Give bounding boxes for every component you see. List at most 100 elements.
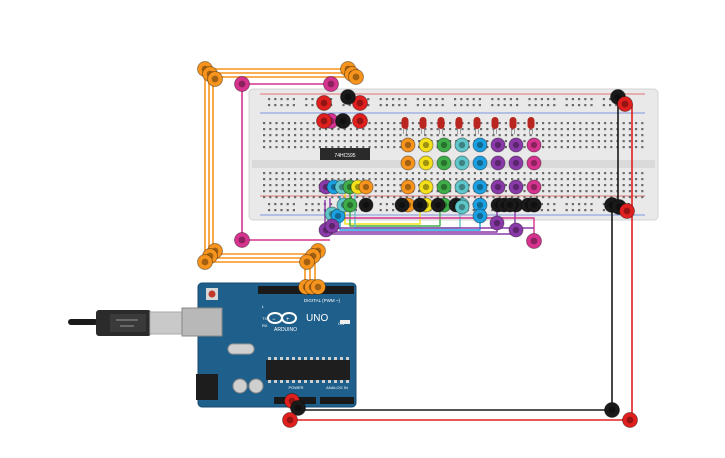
- wire-connector[interactable]: [508, 137, 524, 153]
- wire-connector[interactable]: [418, 137, 434, 153]
- breadboard-hole: [418, 122, 421, 125]
- wire-connector[interactable]: [526, 179, 542, 195]
- breadboard-hole: [387, 184, 390, 187]
- wire-connector[interactable]: [472, 137, 488, 153]
- wire-connector[interactable]: [619, 203, 635, 219]
- breadboard-hole: [571, 104, 574, 107]
- wire-connector[interactable]: [454, 137, 470, 153]
- wire-connector[interactable]: [340, 89, 356, 105]
- wire-connector[interactable]: [324, 218, 340, 234]
- breadboard-hole: [312, 146, 315, 149]
- wire-connector[interactable]: [454, 199, 470, 215]
- wire-connector[interactable]: [490, 137, 506, 153]
- wire-connector[interactable]: [299, 254, 315, 270]
- wire-connector[interactable]: [508, 179, 524, 195]
- breadboard-hole: [548, 122, 551, 125]
- wire-connector[interactable]: [418, 179, 434, 195]
- connector-ring: [400, 179, 416, 195]
- wire-connector[interactable]: [604, 402, 620, 418]
- wire-connector[interactable]: [454, 155, 470, 171]
- mcu-pin: [328, 357, 331, 360]
- wire-connector[interactable]: [342, 197, 358, 213]
- wire-connector[interactable]: [290, 400, 306, 416]
- wire-connector[interactable]: [316, 113, 332, 129]
- connector-hole: [458, 141, 466, 149]
- breadboard-hole: [305, 209, 308, 212]
- wire-connector[interactable]: [400, 179, 416, 195]
- wire-connector[interactable]: [508, 155, 524, 171]
- wire-connector[interactable]: [400, 155, 416, 171]
- breadboard-hole: [300, 190, 303, 193]
- connector-ring: [324, 218, 340, 234]
- wire-connector[interactable]: [430, 197, 446, 213]
- wire-connector[interactable]: [526, 233, 542, 249]
- wire-connector[interactable]: [335, 113, 351, 129]
- wire-connector[interactable]: [617, 96, 633, 112]
- breadboard-hole: [597, 134, 600, 137]
- breadboard-hole: [281, 146, 284, 149]
- shift-register-chip[interactable]: 74HC595: [320, 148, 370, 160]
- connector-ring: [622, 412, 638, 428]
- wire-connector[interactable]: [234, 76, 250, 92]
- breadboard-hole: [504, 146, 507, 149]
- wire-connector[interactable]: [526, 155, 542, 171]
- wire-connector[interactable]: [490, 179, 506, 195]
- wire-connectors[interactable]: [197, 61, 638, 428]
- breadboard-hole: [287, 172, 290, 175]
- wire-connector[interactable]: [352, 113, 368, 129]
- wire-connector[interactable]: [418, 155, 434, 171]
- breadboard-hole: [579, 122, 582, 125]
- wire-connector[interactable]: [197, 254, 213, 270]
- arduino-board[interactable]: DIGITAL (PWM ~) − + ARDUINO UNO L TX RX …: [68, 282, 357, 408]
- wire-connector[interactable]: [454, 179, 470, 195]
- breadboard-hole: [306, 190, 309, 193]
- breadboard-hole: [418, 196, 421, 199]
- breadboard-hole: [356, 134, 359, 137]
- wire-connector[interactable]: [207, 71, 223, 87]
- breadboard-hole: [486, 146, 489, 149]
- wire-connector[interactable]: [282, 412, 298, 428]
- connector-ring: [454, 137, 470, 153]
- wire-connector[interactable]: [526, 137, 542, 153]
- wire-connector[interactable]: [508, 222, 524, 238]
- breadboard-hole: [467, 146, 470, 149]
- breadboard-hole: [622, 122, 625, 125]
- wire-connector[interactable]: [358, 179, 374, 195]
- wire-connector[interactable]: [489, 215, 505, 231]
- breadboard-hole: [399, 134, 402, 137]
- breadboard-hole: [343, 128, 346, 131]
- breadboard-hole: [331, 178, 334, 181]
- breadboard-hole: [436, 128, 439, 131]
- wire-connector[interactable]: [436, 137, 452, 153]
- breadboard-hole: [466, 98, 469, 101]
- wire-connector[interactable]: [436, 155, 452, 171]
- wire-connector[interactable]: [352, 95, 368, 111]
- wire-connector[interactable]: [526, 197, 542, 213]
- breadboard-hole: [478, 98, 481, 101]
- wire-connector[interactable]: [400, 137, 416, 153]
- wire-connector[interactable]: [502, 197, 518, 213]
- wire-connector[interactable]: [310, 279, 326, 295]
- wire-connector[interactable]: [316, 95, 332, 111]
- wire-connector[interactable]: [490, 155, 506, 171]
- wire-connector[interactable]: [348, 69, 364, 85]
- breadboard-hole: [385, 203, 388, 206]
- wire-connector[interactable]: [472, 197, 488, 213]
- breadboard-hole: [286, 104, 289, 107]
- wire-connector[interactable]: [472, 155, 488, 171]
- wire-connector[interactable]: [622, 412, 638, 428]
- wire-connector[interactable]: [234, 232, 250, 248]
- breadboard-hole: [590, 98, 593, 101]
- breadboard-hole: [312, 122, 315, 125]
- wire-connector[interactable]: [412, 197, 428, 213]
- wire-connector[interactable]: [472, 208, 488, 224]
- wire-connector[interactable]: [358, 197, 374, 213]
- breadboard-hole: [597, 184, 600, 187]
- wire-connector[interactable]: [436, 179, 452, 195]
- wire-connector[interactable]: [472, 179, 488, 195]
- breadboard-hole: [455, 172, 458, 175]
- wire-connector[interactable]: [394, 197, 410, 213]
- wire-connector[interactable]: [323, 76, 339, 92]
- breadboard-hole: [380, 184, 383, 187]
